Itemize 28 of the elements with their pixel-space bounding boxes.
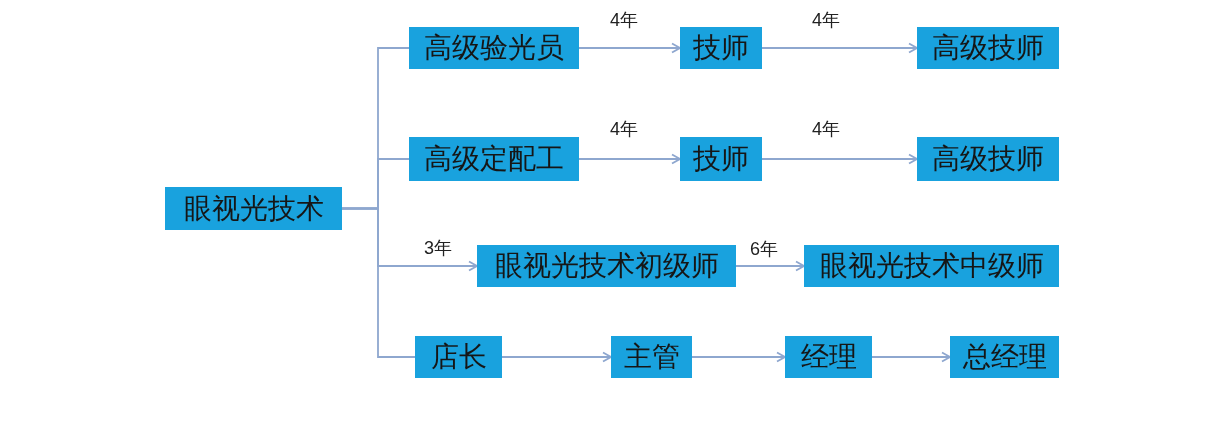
process-box: 眼视光技术中级师 <box>804 245 1059 287</box>
arrow <box>578 153 681 165</box>
process-box: 高级定配工 <box>409 137 579 181</box>
arrow <box>761 153 918 165</box>
arrow <box>735 260 805 272</box>
edge-label: 4年 <box>812 120 840 138</box>
process-box: 高级技师 <box>917 137 1059 181</box>
process-box: 技师 <box>680 27 762 69</box>
process-box: 高级技师 <box>917 27 1059 69</box>
arrow <box>761 42 918 54</box>
arrow <box>871 351 951 363</box>
process-box: 眼视光技术初级师 <box>477 245 736 287</box>
arrow <box>578 42 681 54</box>
edge-label: 4年 <box>610 11 638 29</box>
process-box: 主管 <box>611 336 692 378</box>
edge-label: 3年 <box>424 239 452 257</box>
connector-line <box>341 207 416 358</box>
process-box: 技师 <box>680 137 762 181</box>
edge-label: 4年 <box>610 120 638 138</box>
process-box: 总经理 <box>950 336 1059 378</box>
edge-label: 6年 <box>750 240 778 258</box>
process-box: 店长 <box>415 336 502 378</box>
process-box: 经理 <box>785 336 872 378</box>
edge-label: 4年 <box>812 11 840 29</box>
arrow <box>691 351 786 363</box>
process-box: 眼视光技术 <box>165 187 342 230</box>
process-box: 高级验光员 <box>409 27 579 69</box>
arrow <box>501 351 612 363</box>
